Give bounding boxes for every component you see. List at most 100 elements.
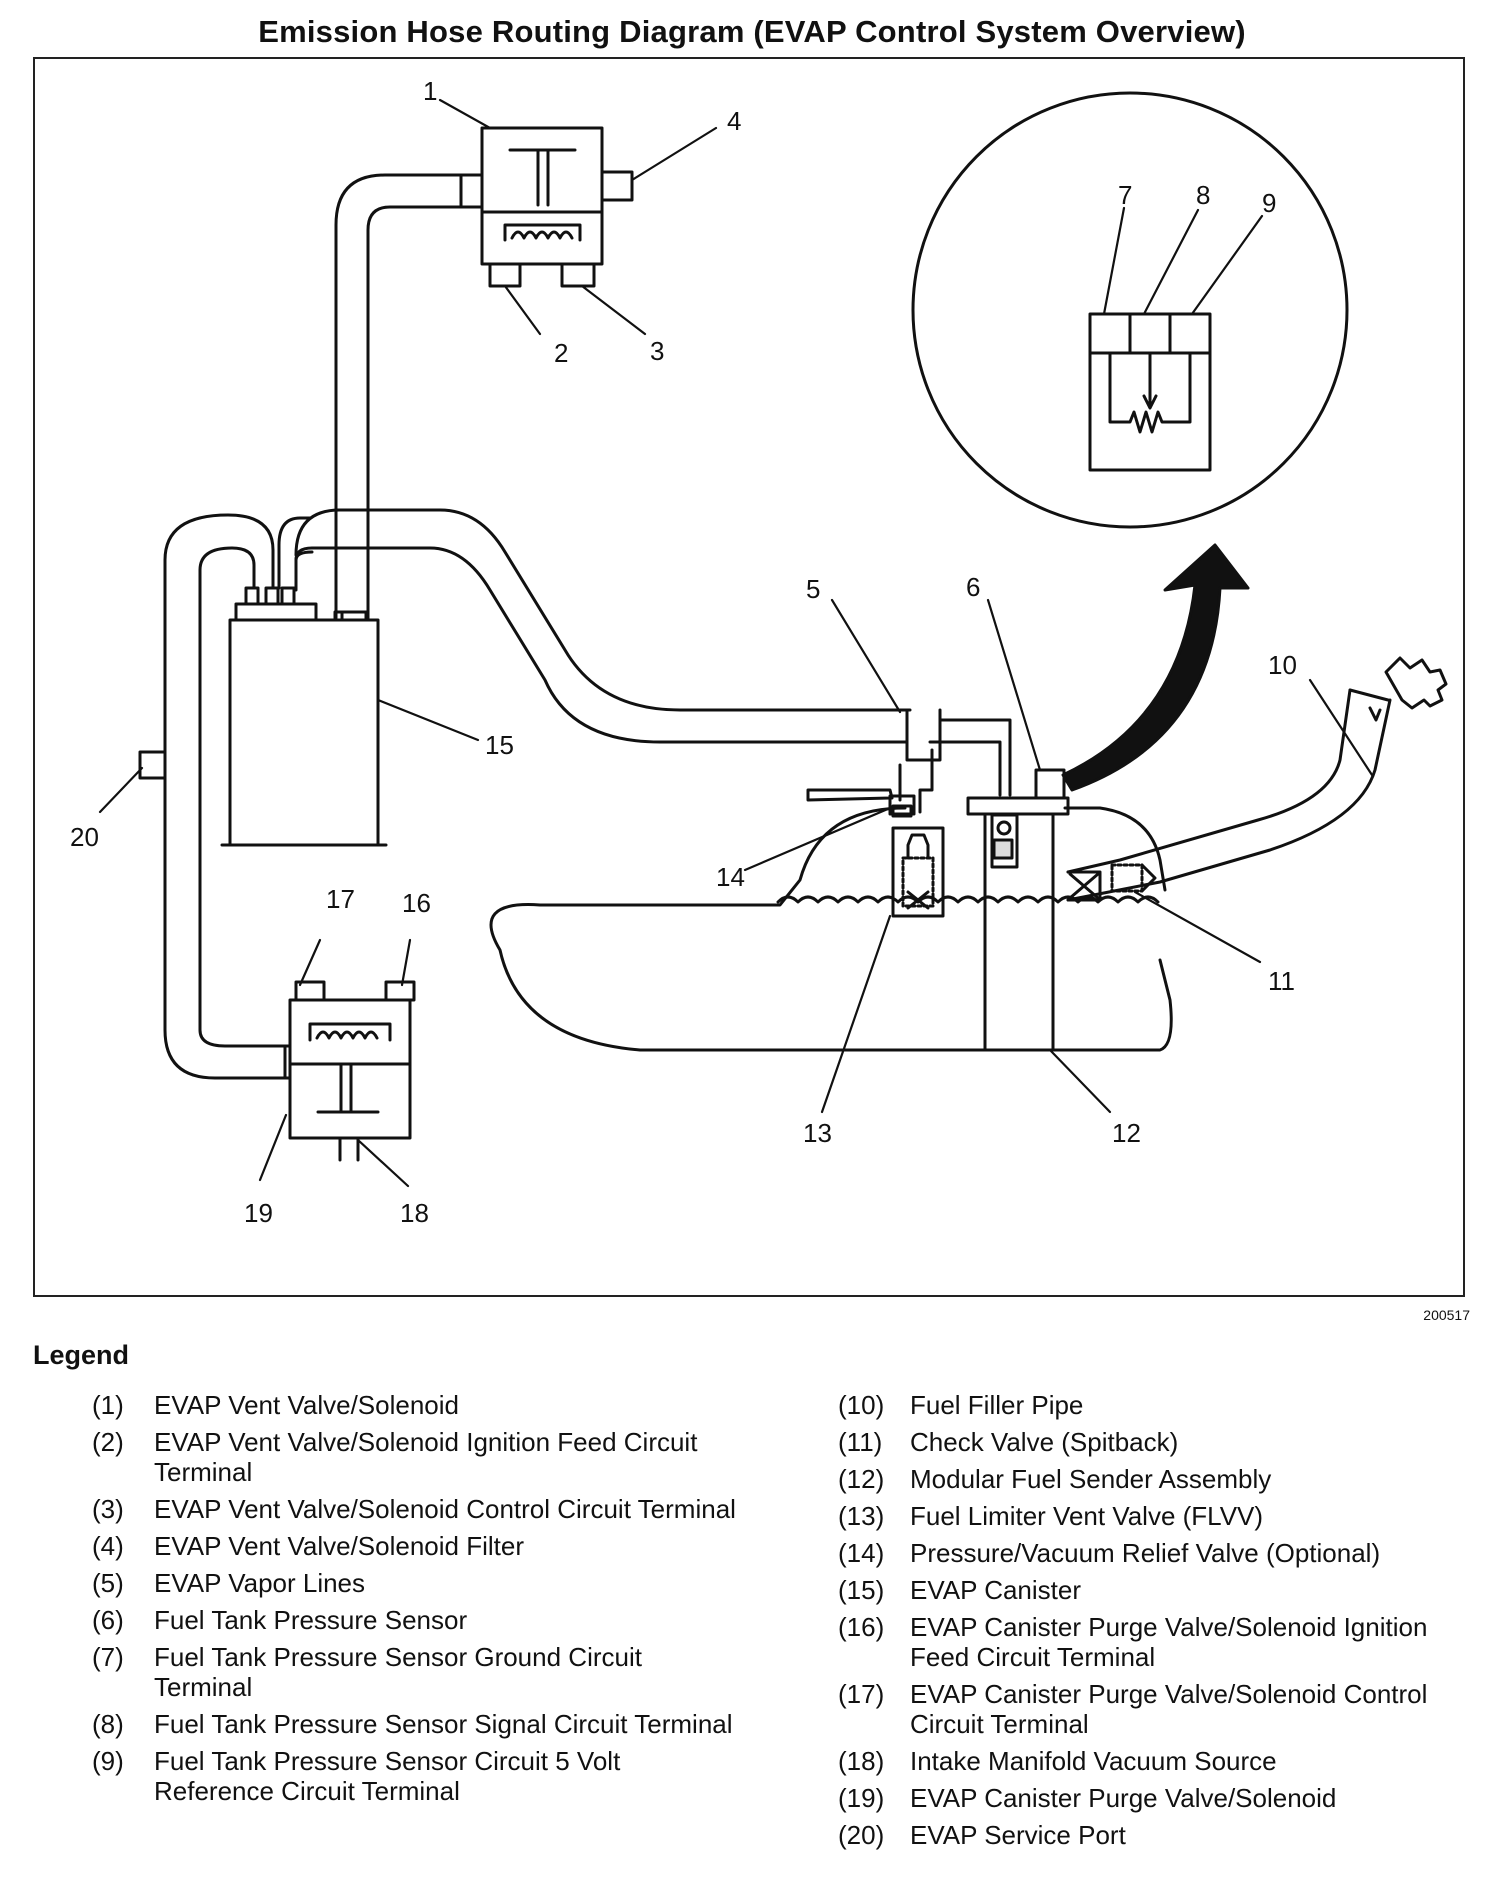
fuel-filler-pipe bbox=[1066, 656, 1448, 902]
legend-right-column: (10) Fuel Filler Pipe (11)Check Valve (Sp… bbox=[838, 1390, 1478, 1857]
legend-item: (7) Fuel Tank Pressure Sensor Ground Circ… bbox=[92, 1642, 742, 1702]
legend-item: (10) Fuel Filler Pipe bbox=[838, 1390, 1478, 1420]
evap-canister bbox=[220, 586, 388, 847]
callout-15: 15 bbox=[485, 730, 514, 760]
legend-text: Fuel Tank Pressure Sensor Circuit 5 Volt… bbox=[154, 1746, 621, 1806]
figure-id: 200517 bbox=[1423, 1307, 1470, 1323]
legend-item: (11)Check Valve (Spitback) bbox=[838, 1427, 1478, 1457]
legend-item: (5) EVAP Vapor Lines bbox=[92, 1568, 742, 1598]
legend-item: (19) EVAP Canister Purge Valve/Solenoid bbox=[838, 1783, 1478, 1813]
legend-text: EVAP Canister Purge Valve/Solenoid Ignit… bbox=[910, 1612, 1428, 1672]
callout-11: 11 bbox=[1268, 966, 1295, 996]
legend-item: (2) EVAP Vent Valve/Solenoid Ignition Fee… bbox=[92, 1427, 742, 1487]
callout-14: 14 bbox=[716, 862, 745, 892]
legend-left-column: (1) EVAP Vent Valve/Solenoid (2) EVAP Vent… bbox=[92, 1390, 742, 1813]
callout-7: 7 bbox=[1118, 180, 1132, 210]
legend-num: (16) bbox=[838, 1612, 885, 1642]
callout-5: 5 bbox=[806, 574, 820, 604]
legend-num: (12) bbox=[838, 1464, 885, 1494]
legend-text: EVAP Service Port bbox=[910, 1820, 1126, 1850]
callout-9: 9 bbox=[1262, 188, 1276, 218]
legend-num: (20) bbox=[838, 1820, 885, 1850]
legend-item: (3) EVAP Vent Valve/Solenoid Control Circ… bbox=[92, 1494, 742, 1524]
legend-item: (13) Fuel Limiter Vent Valve (FLVV) bbox=[838, 1501, 1478, 1531]
legend-text: Fuel Tank Pressure Sensor Ground Circuit… bbox=[154, 1642, 642, 1702]
relief-valve bbox=[888, 794, 916, 818]
legend-text: Fuel Filler Pipe bbox=[910, 1390, 1084, 1420]
canister-hoses bbox=[163, 508, 912, 1080]
callout-18: 18 bbox=[400, 1198, 429, 1228]
legend-item: (16) EVAP Canister Purge Valve/Solenoid I… bbox=[838, 1612, 1478, 1672]
legend-text: Fuel Tank Pressure Sensor bbox=[154, 1605, 468, 1635]
diagram-title: Emission Hose Routing Diagram (EVAP Cont… bbox=[258, 14, 1246, 49]
evap-purge-valve bbox=[283, 980, 416, 1162]
evap-service-port bbox=[138, 750, 167, 780]
legend-item: (17) EVAP Canister Purge Valve/Solenoid C… bbox=[838, 1679, 1478, 1739]
legend-item: (14) Pressure/Vacuum Relief Valve (Option… bbox=[838, 1538, 1478, 1568]
fuel-limiter-vent-valve bbox=[891, 826, 945, 918]
legend-num: (17) bbox=[838, 1679, 885, 1709]
callout-labels: 1 4 2 3 7 8 9 5 6 10 11 12 13 14 15 16 1… bbox=[70, 76, 1297, 1228]
legend-text: EVAP Vapor Lines bbox=[154, 1568, 366, 1598]
legend-text: EVAP Vent Valve/Solenoid bbox=[154, 1390, 459, 1420]
legend-item: (20) EVAP Service Port bbox=[838, 1820, 1478, 1850]
callout-12: 12 bbox=[1112, 1118, 1141, 1148]
legend-num: (3) bbox=[92, 1494, 124, 1524]
legend-num: (1) bbox=[92, 1390, 124, 1420]
legend-text: Pressure/Vacuum Relief Valve (Optional) bbox=[910, 1538, 1381, 1568]
legend-num: (10) bbox=[838, 1390, 885, 1420]
legend-item: (4) EVAP Vent Valve/Solenoid Filter bbox=[92, 1531, 742, 1561]
callout-16: 16 bbox=[402, 888, 431, 918]
modular-fuel-sender bbox=[966, 796, 1070, 1052]
legend-text: EVAP Vent Valve/Solenoid Ignition Feed C… bbox=[154, 1427, 698, 1487]
evap-vapor-lines bbox=[806, 708, 1012, 814]
legend-num: (2) bbox=[92, 1427, 124, 1457]
fuel-tank bbox=[489, 806, 1173, 1052]
legend-num: (14) bbox=[838, 1538, 885, 1568]
legend-num: (9) bbox=[92, 1746, 124, 1776]
leader-lines bbox=[98, 98, 1374, 1188]
legend-num: (7) bbox=[92, 1642, 124, 1672]
vent-hose bbox=[334, 173, 463, 620]
callout-4: 4 bbox=[727, 106, 741, 136]
callout-10: 10 bbox=[1268, 650, 1297, 680]
legend-num: (8) bbox=[92, 1709, 124, 1739]
legend-title: Legend bbox=[33, 1340, 130, 1370]
legend-item: (18) Intake Manifold Vacuum Source bbox=[838, 1746, 1478, 1776]
legend-num: (4) bbox=[92, 1531, 124, 1561]
diagram-frame bbox=[33, 57, 1465, 1297]
legend-text: Fuel Tank Pressure Sensor Signal Circuit… bbox=[154, 1709, 733, 1739]
legend-item: (1) EVAP Vent Valve/Solenoid bbox=[92, 1390, 742, 1420]
legend-num: (11) bbox=[838, 1427, 883, 1457]
legend-item: (8) Fuel Tank Pressure Sensor Signal Circ… bbox=[92, 1709, 742, 1739]
legend-text: Intake Manifold Vacuum Source bbox=[910, 1746, 1277, 1776]
legend-text: EVAP Canister bbox=[910, 1575, 1082, 1605]
evap-vent-valve bbox=[459, 126, 634, 288]
legend-text: EVAP Canister Purge Valve/Solenoid Contr… bbox=[910, 1679, 1428, 1739]
evap-diagram: 1 4 2 3 7 8 9 5 6 10 11 12 13 14 15 16 1… bbox=[70, 76, 1448, 1228]
legend-text: EVAP Vent Valve/Solenoid Control Circuit… bbox=[154, 1494, 736, 1524]
check-valve bbox=[1066, 863, 1157, 902]
legend-text: Fuel Limiter Vent Valve (FLVV) bbox=[910, 1501, 1264, 1531]
legend-text: Modular Fuel Sender Assembly bbox=[910, 1464, 1272, 1494]
callout-19: 19 bbox=[244, 1198, 273, 1228]
callout-8: 8 bbox=[1196, 180, 1210, 210]
legend-num: (19) bbox=[838, 1783, 885, 1813]
legend-num: (13) bbox=[838, 1501, 885, 1531]
callout-17: 17 bbox=[326, 884, 355, 914]
sensor-detail-circle bbox=[911, 91, 1349, 529]
legend-item: (9) Fuel Tank Pressure Sensor Circuit 5 V… bbox=[92, 1746, 742, 1806]
legend-item: (12) Modular Fuel Sender Assembly bbox=[838, 1464, 1478, 1494]
callout-13: 13 bbox=[803, 1118, 832, 1148]
legend-num: (6) bbox=[92, 1605, 124, 1635]
legend-item: (15)EVAP Canister bbox=[838, 1575, 1478, 1605]
legend-item: (6) Fuel Tank Pressure Sensor bbox=[92, 1605, 742, 1635]
legend-text: EVAP Vent Valve/Solenoid Filter bbox=[154, 1531, 524, 1561]
callout-3: 3 bbox=[650, 336, 664, 366]
legend-text: EVAP Canister Purge Valve/Solenoid bbox=[910, 1783, 1337, 1813]
legend-num: (5) bbox=[92, 1568, 124, 1598]
magnify-arrow bbox=[1061, 543, 1250, 792]
callout-6: 6 bbox=[966, 572, 980, 602]
callout-2: 2 bbox=[554, 338, 568, 368]
legend-num: (18) bbox=[838, 1746, 885, 1776]
